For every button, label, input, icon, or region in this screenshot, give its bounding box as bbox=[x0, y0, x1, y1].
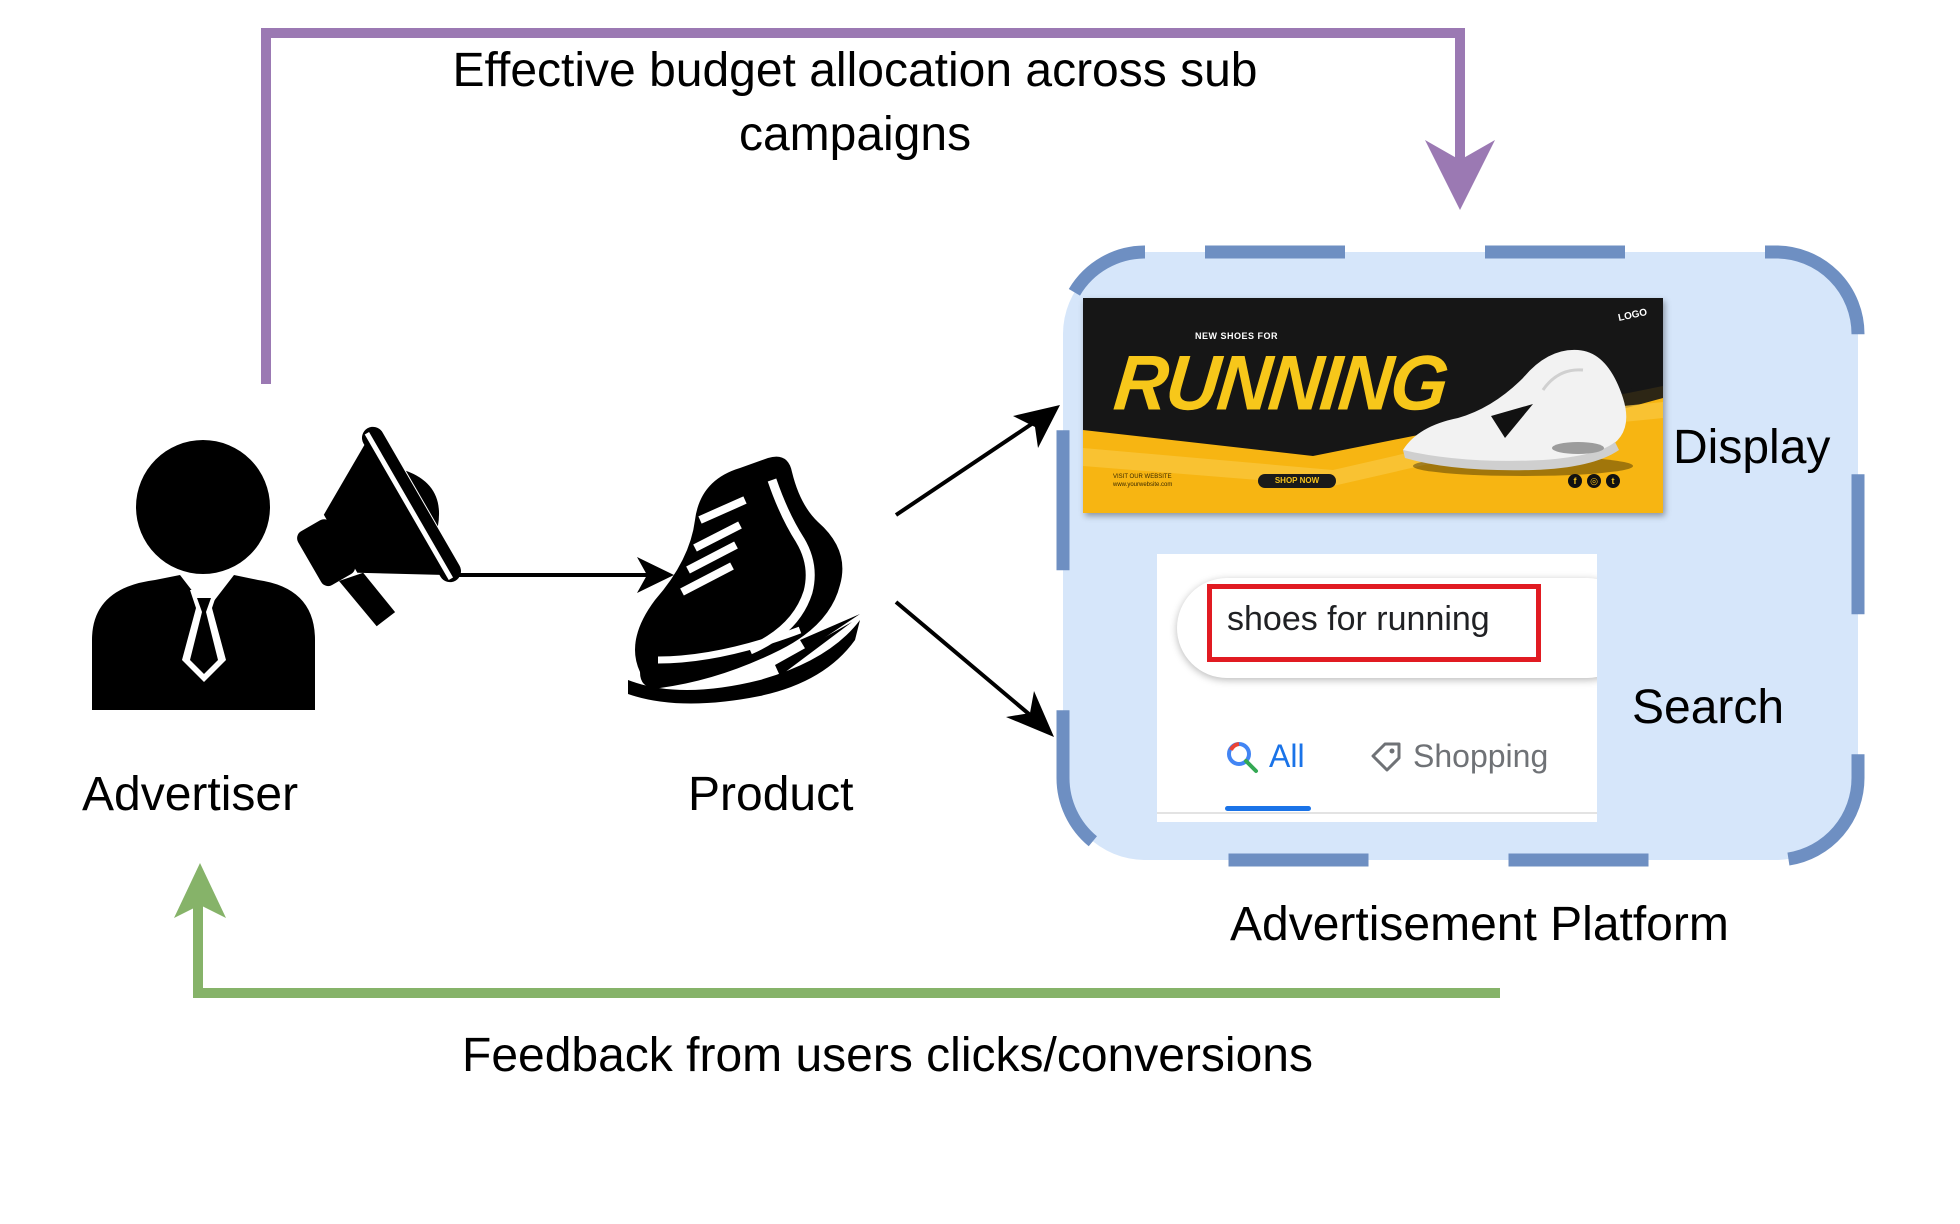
query-highlight-box bbox=[1207, 584, 1541, 662]
search-query[interactable]: shoes for running bbox=[1227, 600, 1490, 638]
banner-site: VISIT OUR WEBSITE www.yourwebsite.com bbox=[1113, 473, 1172, 489]
search-label: Search bbox=[1632, 681, 1785, 734]
product-to-search-arrow bbox=[894, 600, 1044, 727]
banner-shoe-image bbox=[1403, 349, 1633, 476]
product-to-display-arrow bbox=[894, 411, 1050, 517]
tab-shopping[interactable]: Shopping bbox=[1369, 738, 1548, 775]
active-tab-indicator bbox=[1225, 806, 1311, 811]
banner-site-line: VISIT OUR WEBSITE bbox=[1113, 474, 1172, 480]
product-to-display-arrowhead bbox=[1013, 405, 1060, 448]
feedback-label: Feedback from users clicks/conversions bbox=[462, 1029, 1313, 1082]
product-to-search-arrowhead bbox=[1006, 691, 1054, 737]
advertiser-to-product-arrowhead bbox=[637, 557, 674, 593]
banner-site-url: www.yourwebsite.com bbox=[1113, 482, 1173, 488]
twitter-icon[interactable]: t bbox=[1606, 474, 1620, 488]
tab-all[interactable]: All bbox=[1225, 738, 1305, 775]
display-ad-banner: NEW SHOES FOR RUNNING LOGO VISIT OUR WEB… bbox=[1083, 298, 1663, 513]
shop-now-button[interactable]: SHOP NOW bbox=[1258, 474, 1336, 488]
feedback-arrow-head bbox=[174, 863, 226, 918]
display-label: Display bbox=[1673, 421, 1831, 474]
budget-allocation-label: Effective budget allocation across sub c… bbox=[452, 44, 1258, 161]
tab-all-label: All bbox=[1269, 738, 1305, 774]
social-icons: f ◎ t bbox=[1568, 474, 1620, 488]
instagram-icon[interactable]: ◎ bbox=[1587, 474, 1601, 488]
tab-shopping-label: Shopping bbox=[1413, 738, 1549, 774]
facebook-icon[interactable]: f bbox=[1568, 474, 1582, 488]
tabs-divider bbox=[1157, 812, 1597, 814]
search-icon bbox=[1227, 741, 1258, 773]
feedback-arrow bbox=[193, 905, 1500, 998]
advertiser-icon bbox=[92, 426, 461, 710]
budget-allocation-arrow bbox=[261, 28, 1465, 384]
tag-icon bbox=[1371, 742, 1401, 771]
shoe-icon bbox=[628, 456, 860, 704]
product-label: Product bbox=[688, 768, 854, 821]
banner-kicker: NEW SHOES FOR bbox=[1195, 331, 1279, 341]
budget-arrow-head bbox=[1425, 140, 1495, 210]
advertiser-label: Advertiser bbox=[82, 768, 299, 821]
search-ad-snippet: shoes for running All Shopping bbox=[1157, 554, 1597, 822]
platform-label: Advertisement Platform bbox=[1230, 898, 1729, 951]
